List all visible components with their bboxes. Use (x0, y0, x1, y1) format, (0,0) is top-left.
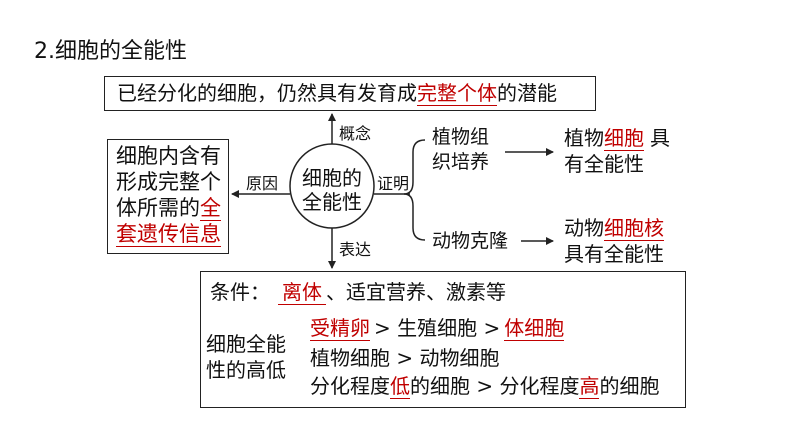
level-row3-b: 高 (579, 374, 600, 399)
concept-prefix: 已经分化的细胞，仍然具有发育成 (117, 81, 417, 105)
concept-text: 已经分化的细胞，仍然具有发育成完整个体的潜能 (117, 81, 557, 106)
reason-line3-prefix: 体所需的 (116, 196, 200, 220)
level-label-line1: 细胞全能 (206, 332, 286, 356)
level-row3: 分化程度低的细胞 > 分化程度高的细胞 (310, 374, 660, 399)
reason-line4: 套遗传信息 (116, 222, 221, 247)
reason-line3-highlight: 全 (200, 196, 221, 221)
level-row1-a: 受精卵 (310, 316, 370, 341)
reason-line3: 体所需的全 (116, 196, 221, 221)
animal-result-prefix: 动物 (564, 216, 604, 240)
reason-line2: 形成完整个 (116, 170, 221, 194)
plant-result-prefix: 植物 (564, 126, 604, 150)
condition-line: 条件： 离体、适宜营养、激素等 (210, 280, 506, 305)
page-title: 2.细胞的全能性 (34, 39, 187, 64)
plant-result-line1: 植物细胞具 (564, 126, 670, 151)
expression-box (200, 271, 686, 408)
concept-highlight: 完整个体 (417, 81, 497, 106)
level-row2: 植物细胞 > 动物细胞 (310, 346, 500, 370)
condition-label: 条件： (210, 280, 270, 304)
animal-result-highlight: 细胞核 (604, 216, 664, 241)
label-concept: 概念 (339, 124, 372, 143)
level-row1-b: 体细胞 (504, 316, 565, 341)
plant-result-line2: 有全能性 (564, 152, 644, 176)
level-row1: 受精卵> 生殖细胞 >体细胞 (310, 316, 565, 341)
reason-line4-highlight: 套遗传信息 (116, 222, 221, 247)
proof-bracket (403, 139, 426, 241)
level-row3-prefix: 分化程度 (310, 374, 390, 398)
label-proof: 证明 (377, 174, 410, 193)
plant-result-highlight: 细胞 (604, 126, 644, 151)
level-row3-suffix: 的细胞 (599, 374, 660, 398)
plant-method-line1: 植物组 (432, 126, 490, 148)
level-label-line2: 性的高低 (206, 358, 286, 382)
plant-method-line2: 织培养 (432, 151, 490, 173)
plant-result-suffix: 具 (650, 126, 670, 150)
animal-method: 动物克隆 (432, 230, 509, 252)
concept-box (104, 76, 596, 111)
center-line1: 细胞的 (302, 166, 362, 190)
level-row1-sep: > 生殖细胞 > (374, 316, 501, 340)
condition-rest: 、适宜营养、激素等 (326, 280, 506, 304)
center-line2: 全能性 (302, 190, 362, 214)
reason-box (107, 139, 229, 254)
animal-result-line1: 动物细胞核 (564, 216, 664, 241)
label-reason: 原因 (246, 174, 279, 193)
level-row3-mid: 的细胞 > 分化程度 (410, 374, 580, 398)
animal-result-line2: 具有全能性 (564, 242, 664, 266)
condition-highlight: 离体 (278, 280, 326, 305)
concept-suffix: 的潜能 (497, 81, 557, 105)
level-row3-a: 低 (390, 374, 410, 399)
label-expression: 表达 (339, 240, 372, 259)
reason-line1: 细胞内含有 (116, 144, 221, 168)
